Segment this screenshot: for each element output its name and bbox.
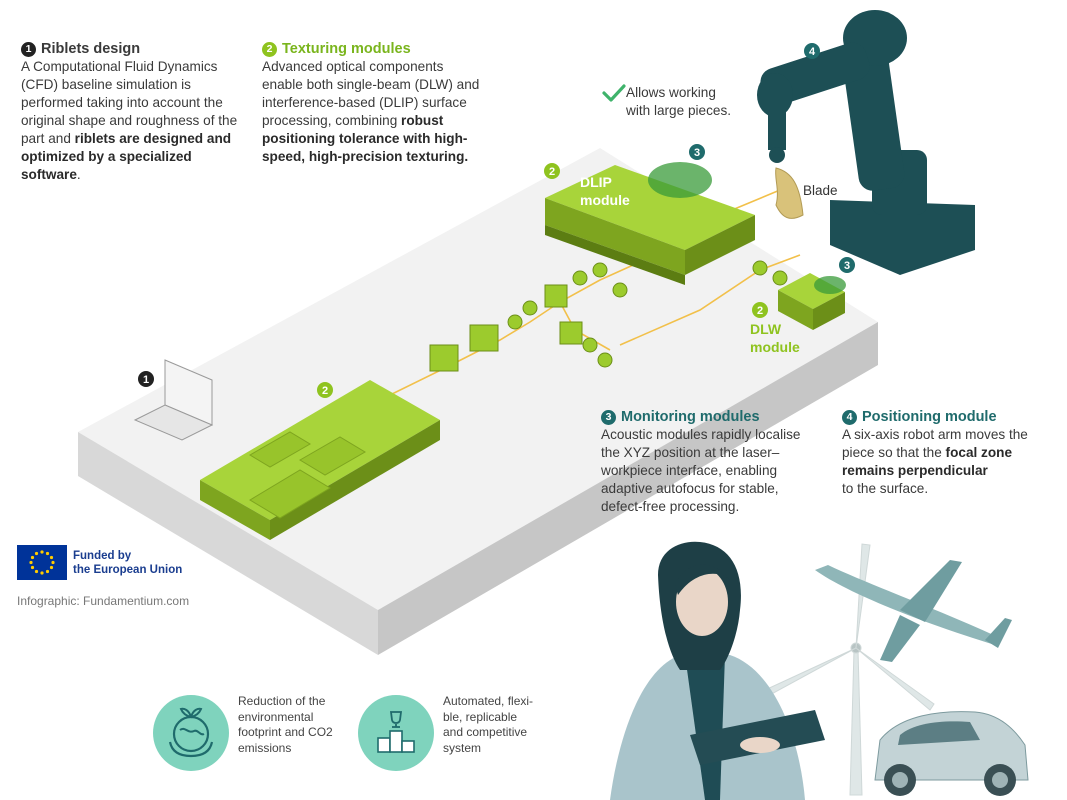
eu-funding-badge: Funded by the European Union [17, 545, 182, 580]
dlip-label-line-2: module [580, 192, 630, 208]
laser-marker-number: 2 [322, 385, 328, 397]
riblets-heading: 1 Riblets design [21, 40, 241, 58]
riblets-section: 1 Riblets design A Computational Fluid D… [21, 40, 241, 184]
airplane-illustration [815, 560, 1012, 662]
large-pieces-line-1: Allows working [626, 85, 716, 100]
monitoring-title: Monitoring modules [621, 409, 760, 425]
riblets-number: 1 [21, 41, 36, 57]
checkmark-icon [602, 84, 626, 102]
engineer-illustration [610, 541, 825, 800]
positioning-section: 4 Positioning module A six-axis robot ar… [842, 408, 1047, 498]
large-pieces-line-2: with large pieces. [626, 103, 732, 118]
robot-arm [757, 10, 975, 275]
positioning-heading: 4 Positioning module [842, 408, 1047, 426]
riblets-title: Riblets design [41, 41, 141, 57]
applications-illustration [610, 541, 1029, 800]
eu-line-1: Funded by [73, 549, 132, 562]
monitor-marker-number-b: 3 [844, 260, 850, 272]
monitor-marker-number-a: 3 [694, 147, 700, 159]
eu-flag-icon [17, 545, 67, 580]
optics-chain [429, 260, 788, 372]
laser-source [200, 380, 440, 540]
car-illustration [874, 711, 1029, 796]
dlip-marker-number: 2 [549, 166, 555, 178]
texturing-section: 2 Texturing modules Advanced optical com… [262, 40, 480, 166]
dlw-label-line-1: DLW [750, 321, 782, 337]
benefit-item: Automated, flexi-ble, replicable and com… [357, 694, 557, 772]
blade-illustration [775, 167, 804, 219]
laptop-illustration [133, 359, 214, 441]
texturing-title: Texturing modules [282, 41, 411, 57]
blade-label: Blade [803, 183, 838, 198]
diagram-labels: DLIP module DLW module Blade [580, 174, 838, 355]
earth-hands-icon [153, 695, 229, 771]
positioning-text: A six-axis robot arm moves the piece so … [842, 427, 1028, 496]
texturing-text: Advanced optical components enable both … [262, 59, 480, 164]
trophy-podium-icon [358, 695, 434, 771]
monitoring-heading: 3 Monitoring modules [601, 408, 813, 426]
dlw-label-line-2: module [750, 339, 800, 355]
diagram-markers: 2 2 2 1 4 3 3 [138, 43, 855, 398]
monitoring-text: Acoustic modules rapidly localise the XY… [601, 427, 801, 514]
robot-marker-number: 4 [809, 46, 816, 58]
credit-text: Infographic: Fundamentium.com [17, 594, 190, 608]
dlw-module [778, 273, 846, 330]
monitoring-number: 3 [601, 409, 616, 425]
laptop-marker-number: 1 [143, 374, 149, 386]
texturing-heading: 2 Texturing modules [262, 40, 480, 58]
dlip-label-line-1: DLIP [580, 174, 612, 190]
wind-turbine-illustration [764, 543, 935, 796]
large-pieces-note: Allows working with large pieces. [600, 84, 750, 120]
benefit-text-2: Automated, flexi-ble, replicable and com… [443, 694, 534, 755]
monitoring-section: 3 Monitoring modules Acoustic modules ra… [601, 408, 813, 516]
positioning-number: 4 [842, 409, 857, 425]
benefit-item: Reduction of the environmental footprint… [152, 694, 352, 772]
riblets-text: A Computational Fluid Dynamics (CFD) bas… [21, 59, 238, 182]
dlip-module [545, 162, 755, 285]
dlw-marker-number: 2 [757, 305, 763, 317]
positioning-title: Positioning module [862, 409, 997, 425]
benefit-text-1: Reduction of the environmental footprint… [238, 694, 333, 755]
eu-line-2: the European Union [73, 563, 183, 576]
texturing-number: 2 [262, 41, 277, 57]
